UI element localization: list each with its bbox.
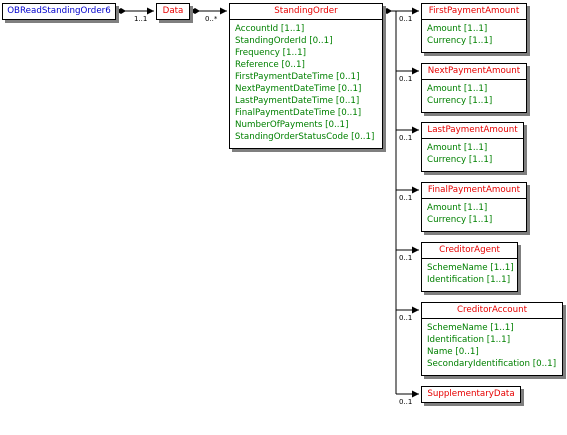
attribute: Name [0..1]	[427, 347, 479, 357]
attribute: Identification [1..1]	[427, 275, 511, 285]
attribute: Reference [0..1]	[235, 60, 305, 70]
standingorder-attributes: AccountId [1..1] StandingOrderId [0..1] …	[230, 20, 382, 143]
supplementarydata-class-box[interactable]: SupplementaryData	[421, 386, 521, 403]
child-multiplicity: 0..1	[399, 194, 413, 202]
attribute: Currency [1..1]	[427, 36, 493, 46]
lastpaymentamount-class-box[interactable]: LastPaymentAmount Amount [1..1] Currency…	[421, 122, 524, 172]
attribute: NextPaymentDateTime [0..1]	[235, 84, 362, 94]
child-class-name: CreditorAgent	[422, 243, 517, 259]
child-multiplicity: 0..1	[399, 254, 413, 262]
attribute: Amount [1..1]	[427, 24, 488, 34]
attribute: SchemeName [1..1]	[427, 263, 514, 273]
attribute: Amount [1..1]	[427, 84, 488, 94]
composition-diamond	[190, 8, 200, 14]
child-class-name: SupplementaryData	[427, 389, 515, 399]
attribute: SchemeName [1..1]	[427, 323, 514, 333]
attribute: Frequency [1..1]	[235, 48, 306, 58]
creditoragent-class-box[interactable]: CreditorAgent SchemeName [1..1] Identifi…	[421, 242, 518, 292]
attribute: LastPaymentDateTime [0..1]	[235, 96, 360, 106]
data-class-name: Data	[162, 6, 184, 16]
attribute: Currency [1..1]	[427, 155, 493, 165]
child-multiplicity: 0..1	[399, 15, 413, 23]
attribute: FinalPaymentDateTime [0..1]	[235, 108, 362, 118]
child-multiplicity: 0..1	[399, 134, 413, 142]
attribute: AccountId [1..1]	[235, 24, 305, 34]
data-multiplicity: 1..1	[134, 15, 148, 23]
composition-diamond	[382, 8, 392, 14]
data-class-box[interactable]: Data	[156, 3, 190, 20]
child-class-name: LastPaymentAmount	[422, 123, 523, 139]
child-class-name: FinalPaymentAmount	[422, 183, 526, 199]
firstpaymentamount-class-box[interactable]: FirstPaymentAmount Amount [1..1] Currenc…	[421, 3, 527, 53]
creditoraccount-class-box[interactable]: CreditorAccount SchemeName [1..1] Identi…	[421, 302, 563, 376]
attribute: FirstPaymentDateTime [0..1]	[235, 72, 360, 82]
standingorder-class-box[interactable]: StandingOrder AccountId [1..1] StandingO…	[229, 3, 383, 149]
standingorder-class-name: StandingOrder	[230, 4, 382, 20]
child-class-name: FirstPaymentAmount	[422, 4, 526, 20]
child-multiplicity: 0..1	[399, 398, 413, 406]
root-class-box[interactable]: OBReadStandingOrder6	[2, 3, 116, 20]
nextpaymentamount-class-box[interactable]: NextPaymentAmount Amount [1..1] Currency…	[421, 63, 527, 113]
attribute: NumberOfPayments [0..1]	[235, 120, 349, 130]
child-multiplicity: 0..1	[399, 75, 413, 83]
root-class-name: OBReadStandingOrder6	[7, 6, 111, 16]
attribute: Amount [1..1]	[427, 203, 488, 213]
child-multiplicity: 0..1	[399, 314, 413, 322]
finalpaymentamount-class-box[interactable]: FinalPaymentAmount Amount [1..1] Currenc…	[421, 182, 527, 232]
attribute: StandingOrderStatusCode [0..1]	[235, 132, 375, 142]
attribute: Currency [1..1]	[427, 96, 493, 106]
attribute: Identification [1..1]	[427, 335, 511, 345]
attribute: Currency [1..1]	[427, 215, 493, 225]
child-class-name: NextPaymentAmount	[422, 64, 526, 80]
composition-diamond	[116, 8, 126, 14]
child-class-name: CreditorAccount	[422, 303, 562, 319]
attribute: StandingOrderId [0..1]	[235, 36, 333, 46]
attribute: Amount [1..1]	[427, 143, 488, 153]
standingorder-multiplicity: 0..*	[205, 15, 218, 23]
attribute: SecondaryIdentification [0..1]	[427, 359, 557, 369]
